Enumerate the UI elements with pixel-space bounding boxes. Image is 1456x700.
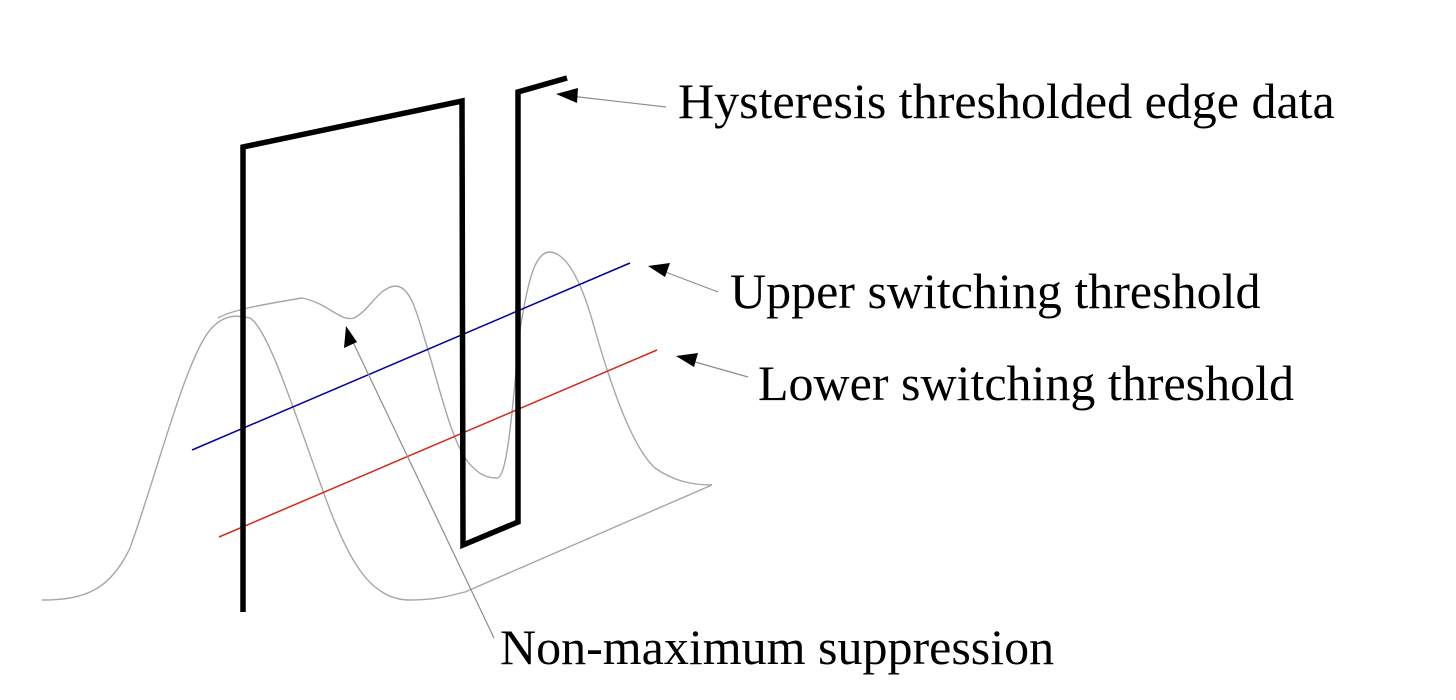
upper-threshold-label: Upper switching threshold <box>730 263 1260 319</box>
lower-threshold-line <box>218 349 658 538</box>
upper-arrowhead <box>648 263 670 277</box>
nms-arrowhead <box>344 326 357 348</box>
hysteresis-pointer <box>556 88 667 108</box>
lower-arrowhead <box>676 353 698 367</box>
hysteresis-arrowhead <box>556 88 578 103</box>
lower-threshold-label: Lower switching threshold <box>758 355 1294 411</box>
nms-label: Non-maximum suppression <box>500 619 1054 675</box>
gradient-profile <box>41 251 713 601</box>
nms-pointer <box>344 326 495 639</box>
upper-pointer <box>648 263 719 293</box>
lower-pointer <box>676 353 749 378</box>
hysteresis-label: Hysteresis thresholded edge data <box>678 73 1335 129</box>
profile-curve-back <box>217 251 713 486</box>
profile-curve-front <box>41 315 713 601</box>
upper-threshold-line <box>191 262 631 451</box>
edge-data-polyline <box>240 75 568 612</box>
